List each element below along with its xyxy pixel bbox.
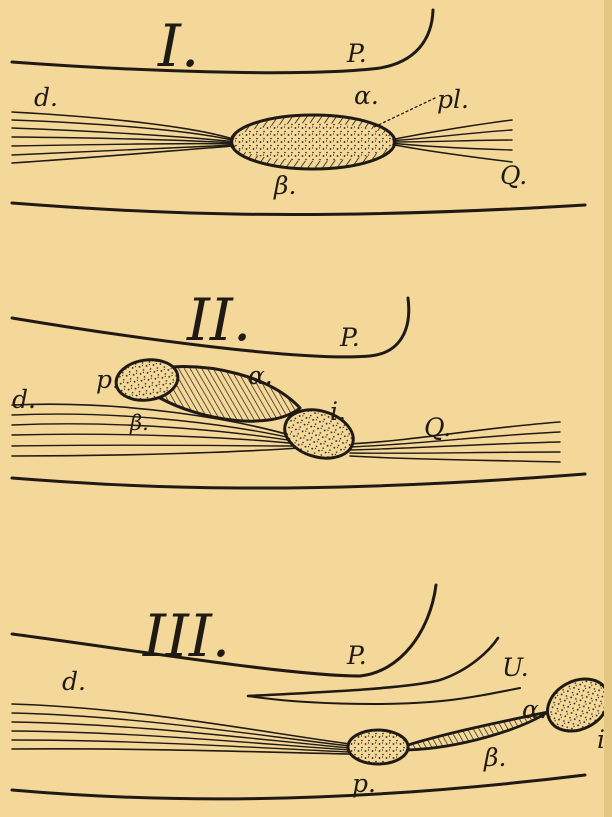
figure-3-label-d: d. xyxy=(62,667,86,696)
figure-1-lower-outline xyxy=(12,203,585,215)
figure-1-label-d: d. xyxy=(34,83,58,112)
figure-2-label-p-upper: P. xyxy=(339,323,360,352)
figure-1-plasm-stipple xyxy=(233,123,393,161)
figure-3-label-p-upper: P. xyxy=(346,641,367,670)
figure-2-lower-outline xyxy=(12,474,585,488)
figure-1-label-p: P. xyxy=(346,39,367,68)
figure-3: III. P. U. d. α. i β. p. xyxy=(12,585,612,799)
figure-2-label-p: p. xyxy=(96,365,120,394)
figure-2: II. P. p. α. d. β. i. Q. xyxy=(12,286,585,488)
figure-1: I. P. d. α. pl. β. Q. xyxy=(12,10,585,215)
figure-2-label-q: Q. xyxy=(424,413,451,442)
figure-1-label-pl: pl. xyxy=(437,85,469,114)
figure-3-fibre-bundle xyxy=(12,704,350,754)
figure-2-label-beta: β. xyxy=(129,411,149,435)
figure-3-label-u: U. xyxy=(502,653,529,682)
figure-3-label-i: i xyxy=(597,725,605,754)
figure-1-label-alpha: α. xyxy=(354,81,379,110)
figure-1-outline-p xyxy=(12,10,433,73)
figure-3-outline-u-inner xyxy=(248,688,520,704)
figure-2-label-d: d. xyxy=(12,385,36,414)
figure-2-label-i: i. xyxy=(330,397,346,426)
figure-2-label-alpha: α. xyxy=(248,361,273,390)
figure-1-label-beta: β. xyxy=(273,171,296,200)
figure-1-label-q: Q. xyxy=(500,161,527,190)
figure-3-lower-outline xyxy=(12,775,585,799)
page-edge xyxy=(604,0,612,817)
figure-3-outline-u xyxy=(248,638,498,696)
figure-3-numeral: III. xyxy=(142,602,230,670)
figure-1-pl-pointer xyxy=(372,98,435,128)
figure-3-label-alpha: α. xyxy=(522,695,547,724)
figure-3-label-beta: β. xyxy=(483,743,506,772)
